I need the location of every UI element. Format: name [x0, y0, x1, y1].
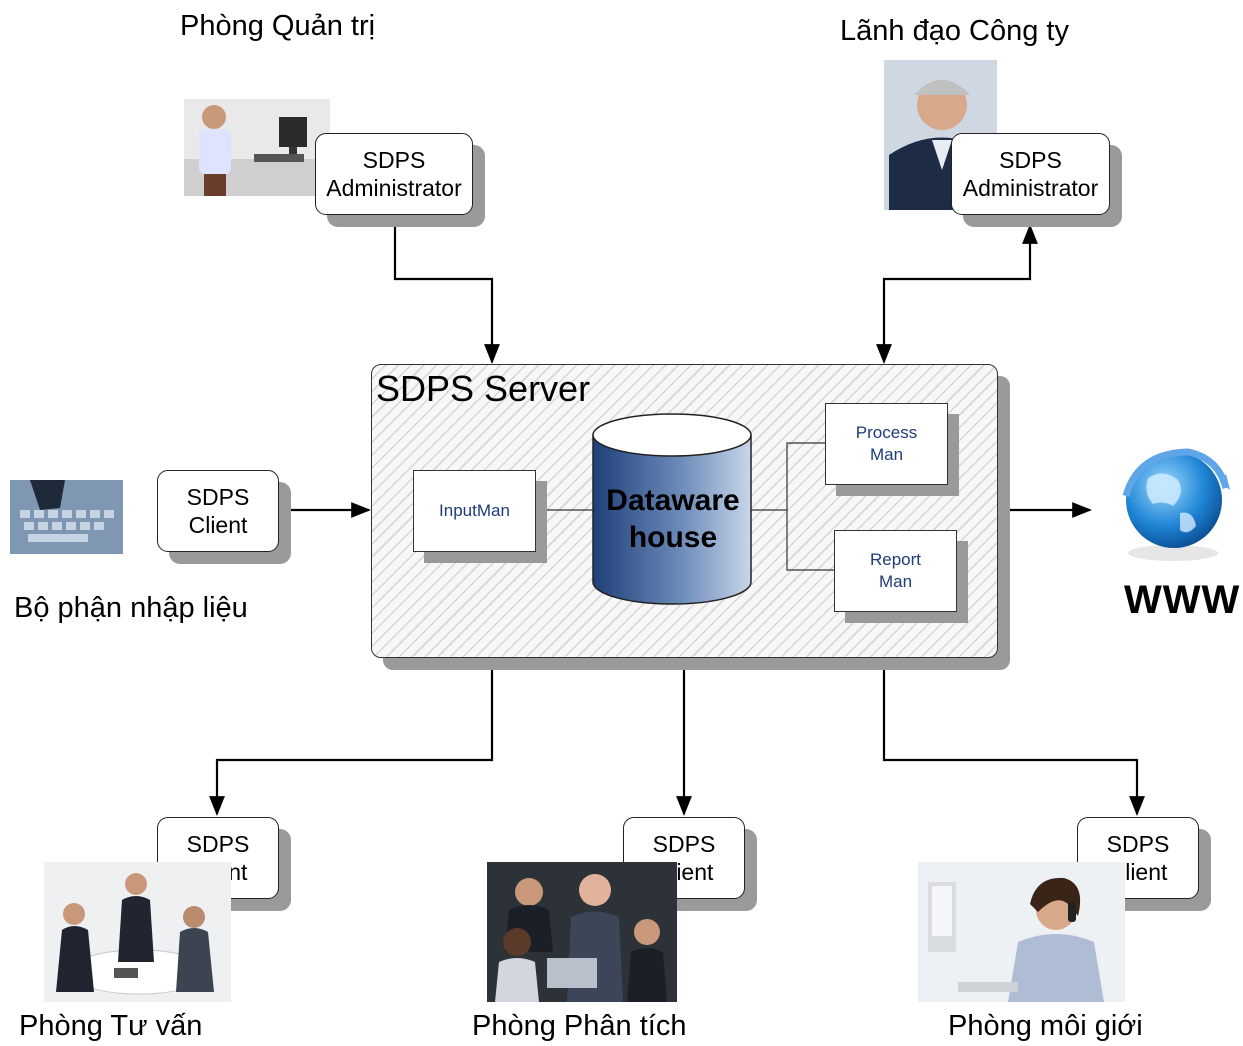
- admin-office-photo: [184, 99, 330, 196]
- box-line: SDPS: [186, 831, 250, 857]
- box-line: SDPS: [652, 831, 716, 857]
- box-line: SDPS: [186, 484, 250, 510]
- consulting-meeting-photo: [44, 862, 231, 1002]
- arrow-server-to-brokerage: [882, 656, 1145, 816]
- sdps-admin-box-right[interactable]: SDPS Administrator: [951, 133, 1110, 215]
- box-line: SDPS: [999, 147, 1062, 173]
- box-line: Administrator: [962, 175, 1099, 201]
- report-man-module[interactable]: Report Man: [834, 530, 957, 612]
- box-line: Administrator: [326, 175, 462, 201]
- arrow-server-leadership: [876, 224, 1038, 364]
- arrow-admin-to-server: [393, 226, 500, 364]
- label-analysis: Phòng Phân tích: [472, 1010, 687, 1042]
- report-label-line1: Report: [869, 550, 922, 569]
- call-center-icon: [918, 862, 1125, 1002]
- label-brokerage: Phòng môi giới: [948, 1010, 1143, 1042]
- keyboard-icon: [10, 480, 123, 554]
- sdps-client-box-entry[interactable]: SDPS Client: [157, 470, 279, 552]
- process-label-line2: Man: [869, 445, 904, 464]
- server-title: SDPS Server: [376, 368, 591, 409]
- box-line: SDPS: [362, 147, 426, 173]
- business-meeting-icon: [44, 862, 231, 1002]
- globe-icon: [1122, 448, 1230, 561]
- datawarehouse-cylinder: [592, 413, 752, 605]
- business-team-icon: [487, 862, 677, 1002]
- label-admin-dept: Phòng Quản trị: [180, 10, 376, 42]
- arrow-server-to-consulting: [209, 656, 494, 816]
- datawarehouse-label: Dataware house: [593, 482, 753, 556]
- inputman-label: InputMan: [439, 501, 510, 520]
- label-leadership: Lãnh đạo Công ty: [840, 15, 1069, 47]
- brokerage-phone-photo: [918, 862, 1125, 1002]
- datawarehouse-label-line1: Dataware: [606, 484, 740, 517]
- label-consulting: Phòng Tư vấn: [19, 1010, 203, 1042]
- keyboard-photo: [10, 480, 123, 554]
- sdps-admin-box-left[interactable]: SDPS Administrator: [315, 133, 473, 215]
- analysis-team-photo: [487, 862, 677, 1002]
- inputman-module[interactable]: InputMan: [413, 470, 536, 552]
- report-label-line2: Man: [878, 572, 913, 591]
- process-label-line1: Process: [855, 423, 918, 442]
- www-label: WWW: [1124, 578, 1241, 622]
- box-line: Client: [188, 512, 248, 538]
- office-worker-icon: [184, 99, 330, 196]
- box-line: SDPS: [1106, 831, 1170, 857]
- label-data-entry: Bộ phận nhập liệu: [14, 592, 248, 624]
- process-man-module[interactable]: Process Man: [825, 403, 948, 485]
- datawarehouse-label-line2: house: [628, 521, 718, 554]
